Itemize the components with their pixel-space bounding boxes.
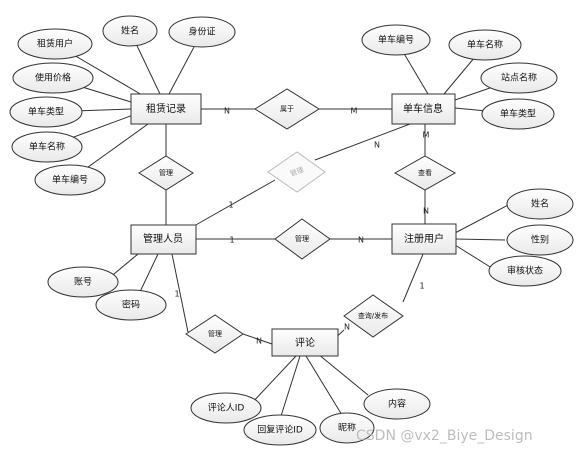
attr-bike-name: 单车名称 <box>448 29 522 61</box>
watermark: CSDN @vx2_Biye_Design <box>356 428 533 444</box>
user-attributes: 姓名 性别 审核状态 <box>488 188 574 287</box>
svg-text:站点名称: 站点名称 <box>501 72 537 84</box>
attr-user-name: 姓名 <box>506 188 574 220</box>
rel-manage-rental: 管理 <box>138 155 194 191</box>
svg-text:单车编号: 单车编号 <box>52 174 88 186</box>
svg-text:身份证: 身份证 <box>188 26 215 38</box>
svg-text:评论人ID: 评论人ID <box>208 402 245 414</box>
svg-text:单车信息: 单车信息 <box>403 102 443 115</box>
svg-text:使用价格: 使用价格 <box>35 72 71 84</box>
card-admin-bike-admin: 1 <box>228 201 233 210</box>
svg-text:单车名称: 单车名称 <box>467 39 503 51</box>
svg-text:管理: 管理 <box>159 168 173 177</box>
card-user-comment-user: 1 <box>419 282 424 291</box>
svg-text:内容: 内容 <box>388 398 406 410</box>
svg-text:查询/发布: 查询/发布 <box>358 311 388 320</box>
card-admin-bike-bike: N <box>374 141 380 150</box>
attr-comment-userid: 评论人ID <box>190 392 262 424</box>
attr-rental-type: 单车类型 <box>9 96 83 128</box>
svg-text:性别: 性别 <box>531 234 549 246</box>
card-admin-user-admin: 1 <box>229 236 234 245</box>
rel-manage-bike: 管理 <box>267 151 326 193</box>
svg-text:姓名: 姓名 <box>121 25 139 37</box>
entity-user: 注册用户 <box>391 223 457 255</box>
rel-manage-user: 管理 <box>274 218 331 260</box>
svg-text:注册用户: 注册用户 <box>404 232 444 245</box>
entities: 租赁记录 单车信息 管理人员 注册用户 评论 <box>130 93 457 357</box>
card-user-comment-comment: N <box>344 323 350 332</box>
attr-rental-name: 姓名 <box>102 15 158 47</box>
svg-text:昵称: 昵称 <box>338 422 356 434</box>
attr-comment-replyid: 回复评论ID <box>243 414 317 446</box>
svg-text:单车类型: 单车类型 <box>500 108 536 120</box>
attr-bike-type: 单车类型 <box>481 98 555 130</box>
entity-rental: 租赁记录 <box>130 93 202 125</box>
entity-bike: 单车信息 <box>391 93 456 125</box>
attr-user-status: 审核状态 <box>488 255 562 287</box>
entity-admin: 管理人员 <box>130 224 197 255</box>
attr-rental-bikename: 单车名称 <box>11 131 83 163</box>
attr-rental-user: 租赁用户 <box>17 28 93 60</box>
card-admin-comment-comment: N <box>256 337 262 346</box>
relationships: 属于 管理 管理 查看 管理 管理 查询/发布 <box>138 88 457 354</box>
card-belongs-rental: N <box>224 107 230 116</box>
rental-attributes: 租赁用户 姓名 身份证 使用价格 单车类型 单车名称 单车编号 <box>9 15 236 196</box>
card-belongs-bike: M <box>351 107 358 116</box>
rel-query-publish: 查询/发布 <box>343 294 404 338</box>
admin-attributes: 账号 密码 <box>47 266 167 321</box>
card-view-user: N <box>423 207 429 216</box>
attr-bike-station: 站点名称 <box>480 62 558 94</box>
svg-text:单车名称: 单车名称 <box>29 141 65 153</box>
card-admin-user-user: N <box>358 236 364 245</box>
rel-belongs: 属于 <box>254 88 320 130</box>
attr-rental-bikeno: 单车编号 <box>34 164 106 196</box>
svg-text:单车编号: 单车编号 <box>378 34 414 46</box>
svg-text:查看: 查看 <box>418 168 432 177</box>
svg-text:审核状态: 审核状态 <box>507 265 543 277</box>
svg-text:管理: 管理 <box>208 329 222 338</box>
attr-user-gender: 性别 <box>506 224 574 256</box>
svg-text:管理: 管理 <box>295 234 309 243</box>
rel-manage-comment: 管理 <box>185 314 244 354</box>
svg-text:密码: 密码 <box>122 299 140 311</box>
svg-text:属于: 属于 <box>280 105 294 113</box>
svg-text:账号: 账号 <box>74 277 92 288</box>
rel-view: 查看 <box>393 155 457 191</box>
svg-text:单车类型: 单车类型 <box>28 106 64 118</box>
attr-comment-content: 内容 <box>363 388 431 420</box>
svg-text:姓名: 姓名 <box>531 198 549 210</box>
attr-comment-nickname: 昵称 <box>319 412 375 444</box>
attr-rental-idcard: 身份证 <box>168 16 236 48</box>
attr-bike-no: 单车编号 <box>361 24 431 56</box>
entity-comment: 评论 <box>271 328 339 357</box>
svg-text:租赁用户: 租赁用户 <box>37 38 73 50</box>
card-view-bike: M <box>423 131 430 140</box>
svg-text:租赁记录: 租赁记录 <box>146 102 186 115</box>
svg-text:回复评论ID: 回复评论ID <box>257 424 303 436</box>
card-admin-comment-admin: 1 <box>174 290 179 299</box>
attr-admin-account: 账号 <box>47 266 119 298</box>
comment-attributes: 评论人ID 回复评论ID 昵称 内容 <box>190 388 431 446</box>
attr-rental-price: 使用价格 <box>12 62 94 94</box>
svg-text:管理人员: 管理人员 <box>143 232 183 245</box>
svg-text:评论: 评论 <box>295 336 315 349</box>
bike-attributes: 单车编号 单车名称 站点名称 单车类型 <box>361 24 558 130</box>
attr-admin-password: 密码 <box>95 289 167 321</box>
cardinalities: N M 1 N 1 N M N 1 N N 1 <box>174 107 429 346</box>
